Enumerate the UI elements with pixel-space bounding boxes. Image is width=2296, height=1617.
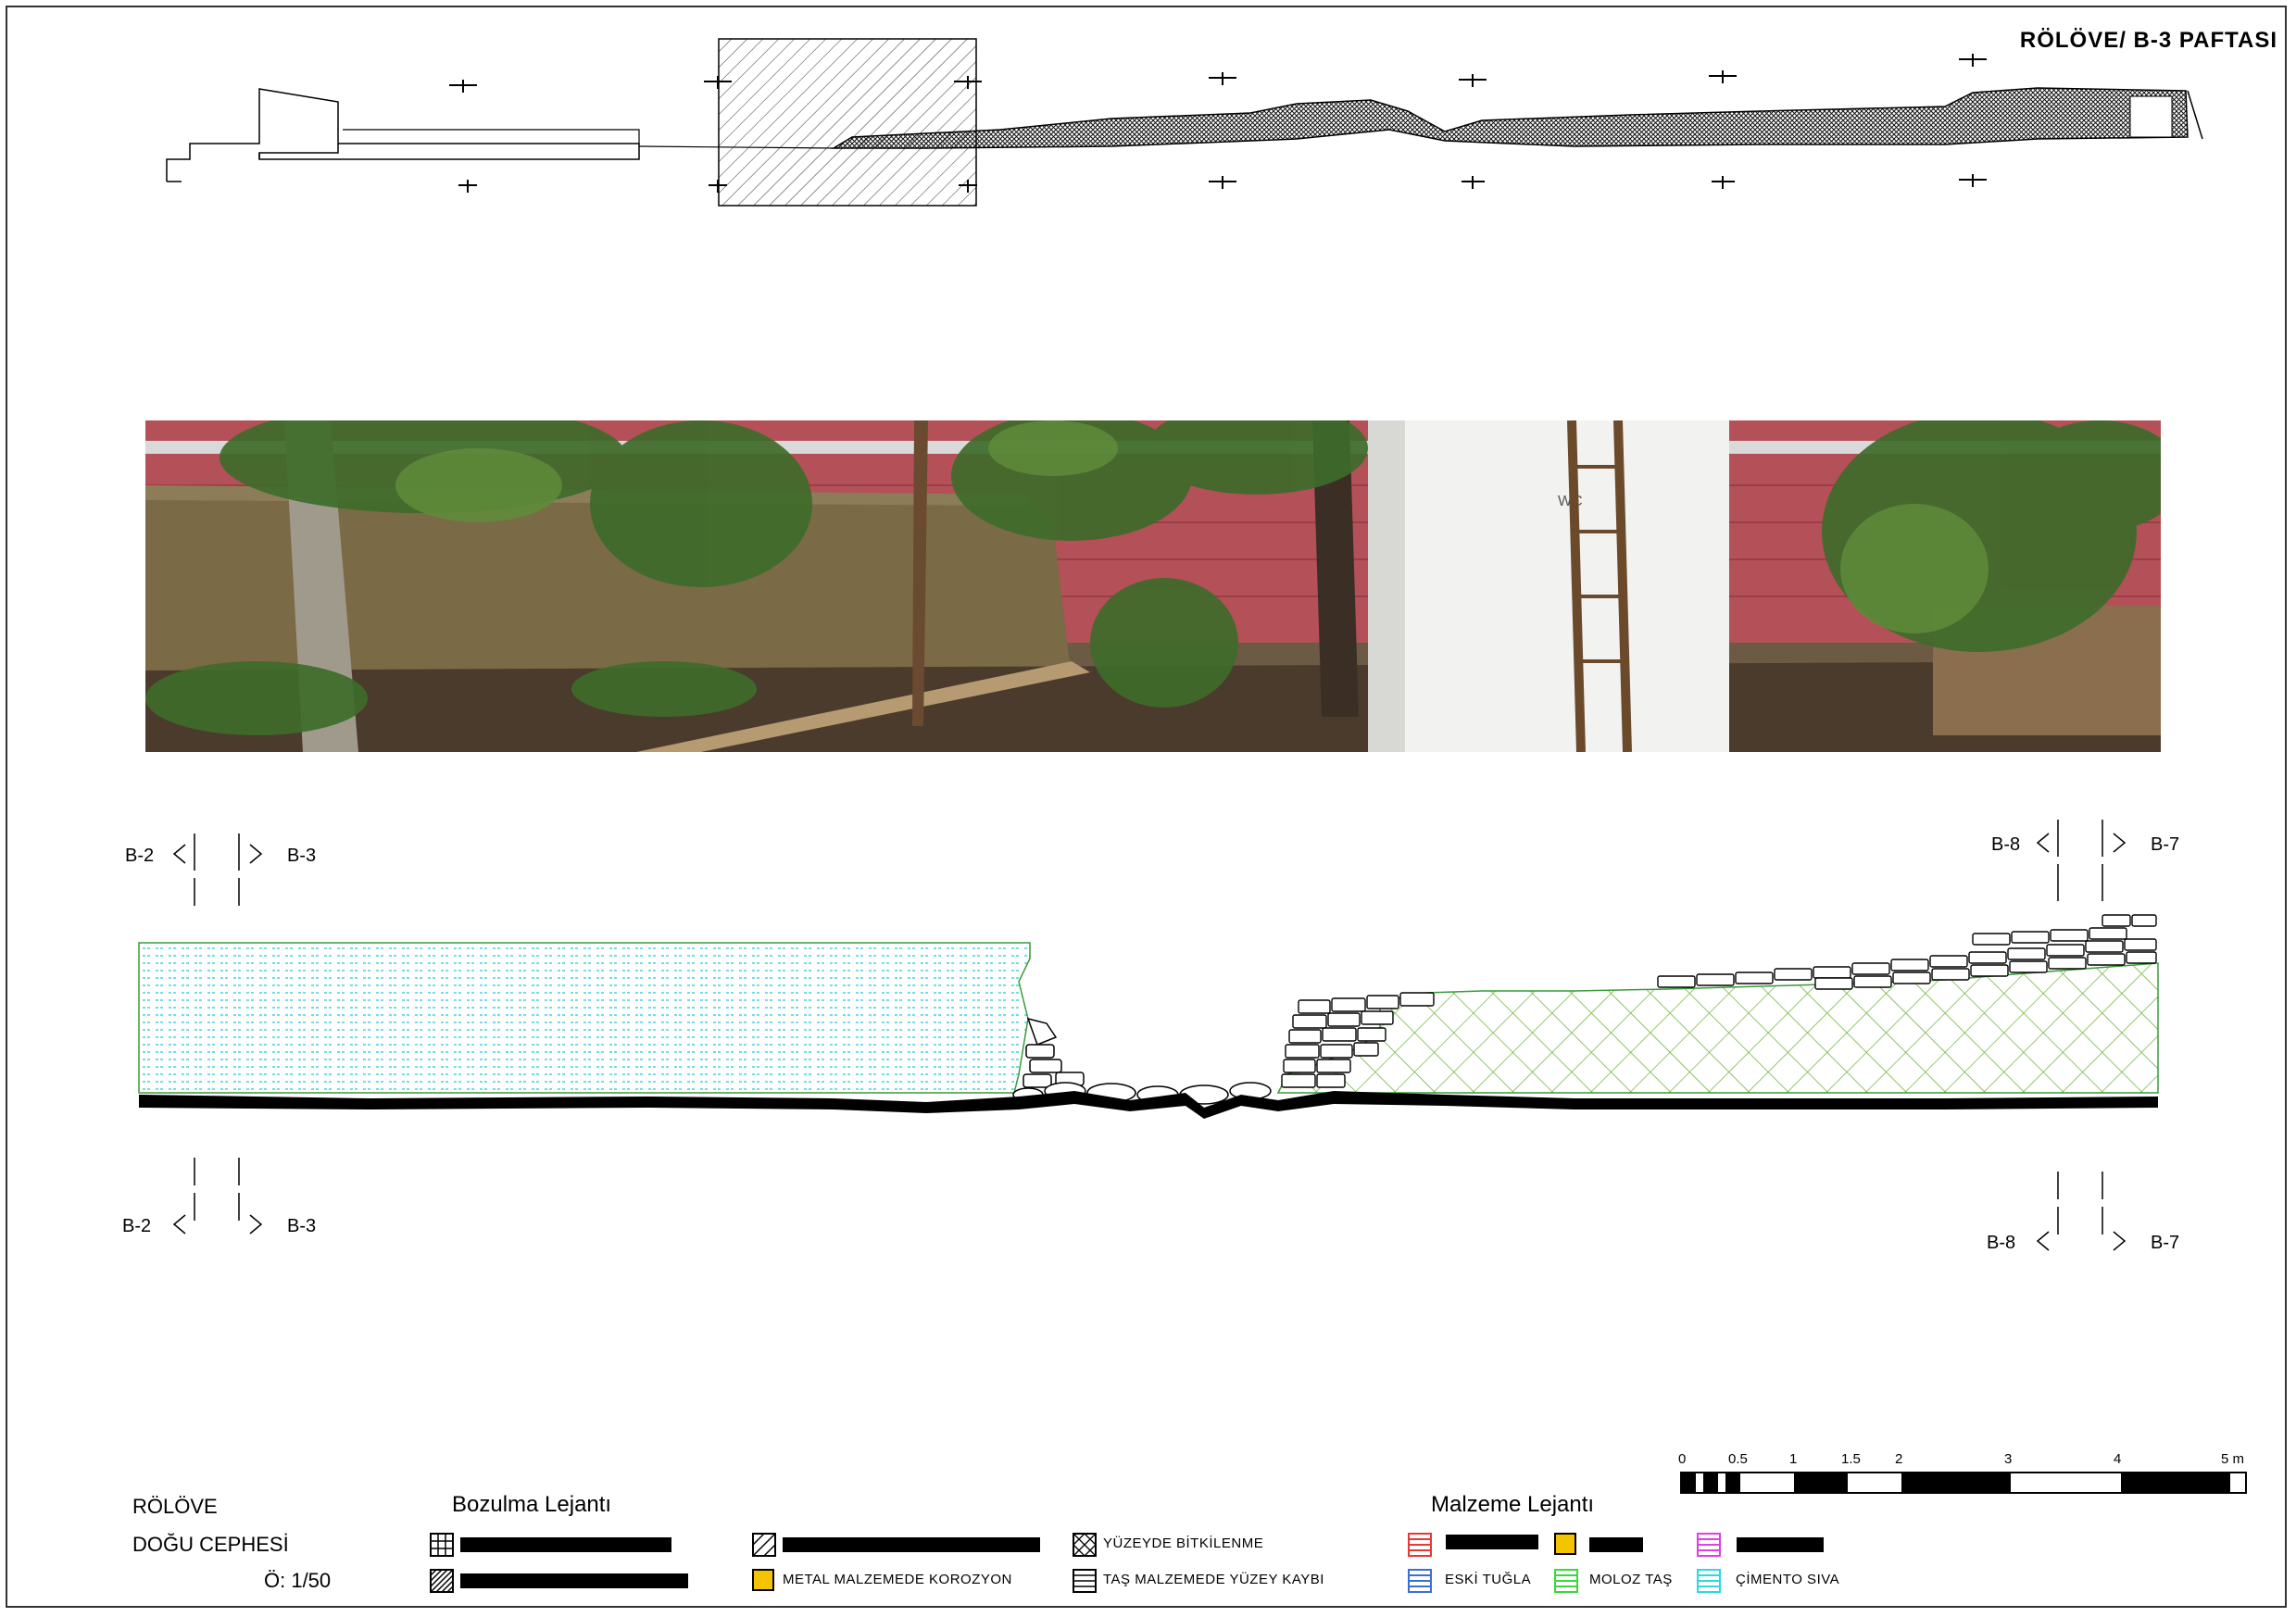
cross-hatch-swatch [1073,1533,1097,1557]
material-item-4-label: ESKİ TUĞLA [1445,1572,1532,1587]
drawing-frame [6,6,2287,1608]
ground-line [139,1091,2158,1119]
section-label-right-top-b: B-7 [2151,834,2179,855]
scale-tick-6: 4 [2114,1451,2121,1467]
scale-tick-3: 1.5 [1841,1451,1861,1467]
green-rubble-swatch [1554,1569,1578,1593]
section-label-left-top-a: B-2 [125,846,154,866]
scale-tick-5: 3 [2004,1451,2012,1467]
section-label-right-bottom-b: B-7 [2151,1233,2179,1253]
deterioration-legend-title: Bozulma Lejantı [452,1492,612,1517]
scale-bar: 0 0.5 1 1.5 2 3 4 5 m [1678,1451,2247,1494]
site-photo: WC [145,420,2161,752]
material-item-1-label [1446,1535,1538,1549]
east-elevation-drawing: B-2 B-3 B-2 B-3 B-8 B-7 B-8 B-7 [122,820,2179,1253]
plan-hatched-zone [718,38,977,207]
grid-hatch-swatch [430,1533,454,1557]
scale-tick-2: 1 [1789,1451,1797,1467]
deterioration-item-2-label [460,1573,688,1588]
plan-strip [166,38,2203,207]
material-item-2-label [1589,1537,1643,1552]
section-label-right-top-a: B-8 [1991,834,2020,855]
scale-tick-0: 0 [1678,1451,1686,1467]
plan-section-marks [449,54,1987,193]
section-mark-left [172,834,263,1235]
photo-wc-structure [1368,420,1729,752]
section-label-left-bottom-a: B-2 [122,1216,151,1236]
collapsed-rubble [1012,1017,1272,1105]
cement-plaster-wall [138,942,1031,1094]
magenta-swatch [1697,1533,1721,1557]
material-legend-title: Malzeme Lejantı [1431,1492,1595,1517]
red-swatch [1408,1533,1432,1557]
yellow-swatch [752,1569,774,1591]
scale-tick-7: 5 m [2221,1451,2244,1467]
plan-wall-strip [831,87,2189,149]
section-label-right-bottom-a: B-8 [1987,1233,2015,1253]
deterioration-item-5-label: YÜZEYDE BİTKİLENME [1103,1536,1264,1551]
material-item-3-label [1737,1537,1824,1552]
section-label-left-bottom-b: B-3 [287,1216,316,1236]
material-item-6-label: ÇİMENTO SIVA [1736,1572,1840,1587]
section-label-left-top-b: B-3 [287,846,316,866]
blue-brick-swatch [1408,1569,1432,1593]
photo-garden-wall [145,485,1072,680]
yellow-material-swatch [1554,1533,1576,1555]
material-item-5-label: MOLOZ TAŞ [1589,1572,1673,1587]
masonry-courses [1281,914,2157,1088]
horizontal-hatch-swatch [1073,1569,1097,1593]
deterioration-item-3-label [783,1537,1040,1552]
cyan-cement-swatch [1697,1569,1721,1593]
scale-tick-1: 0.5 [1728,1451,1748,1467]
title-scale: Ö: 1/50 [264,1569,332,1592]
title-line-2: DOĞU CEPHESİ [132,1533,289,1556]
deterioration-item-6-label: TAŞ MALZEMEDE YÜZEY KAYBI [1103,1572,1324,1587]
scale-tick-4: 2 [1895,1451,1902,1467]
dense-hatch-swatch [430,1569,454,1593]
section-mark-right [2036,820,2127,1251]
deterioration-item-4-label: METAL MALZEMEDE KOROZYON [783,1572,1012,1587]
diagonal-hatch-swatch [752,1533,776,1557]
deterioration-item-1-label [460,1537,671,1552]
title-line-1: RÖLÖVE [132,1495,218,1518]
plan-left-building [166,88,339,182]
sheet-title: RÖLÖVE/ B-3 PAFTASI [2019,28,2277,53]
